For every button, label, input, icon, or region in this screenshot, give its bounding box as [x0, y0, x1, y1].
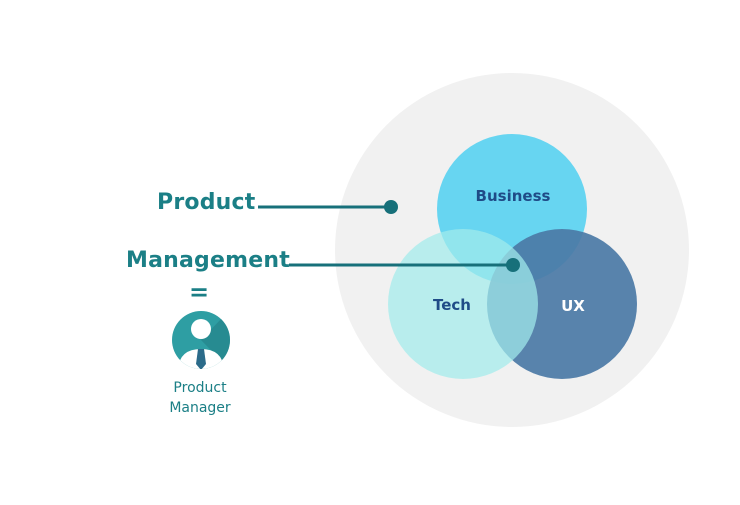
product-connector-dot: [384, 200, 398, 214]
management-connector-dot: [506, 258, 520, 272]
tech-label: Tech: [433, 296, 471, 314]
management-heading: Management: [126, 248, 290, 273]
product-heading: Product: [157, 190, 256, 215]
equals-sign: =: [189, 278, 210, 306]
role-caption-line1: Product: [173, 380, 227, 396]
ux-label: UX: [561, 297, 585, 315]
role-caption-line2: Manager: [169, 400, 231, 416]
person-icon: [172, 311, 230, 369]
role-caption: Product Manager: [150, 378, 250, 418]
business-label: Business: [476, 187, 551, 205]
